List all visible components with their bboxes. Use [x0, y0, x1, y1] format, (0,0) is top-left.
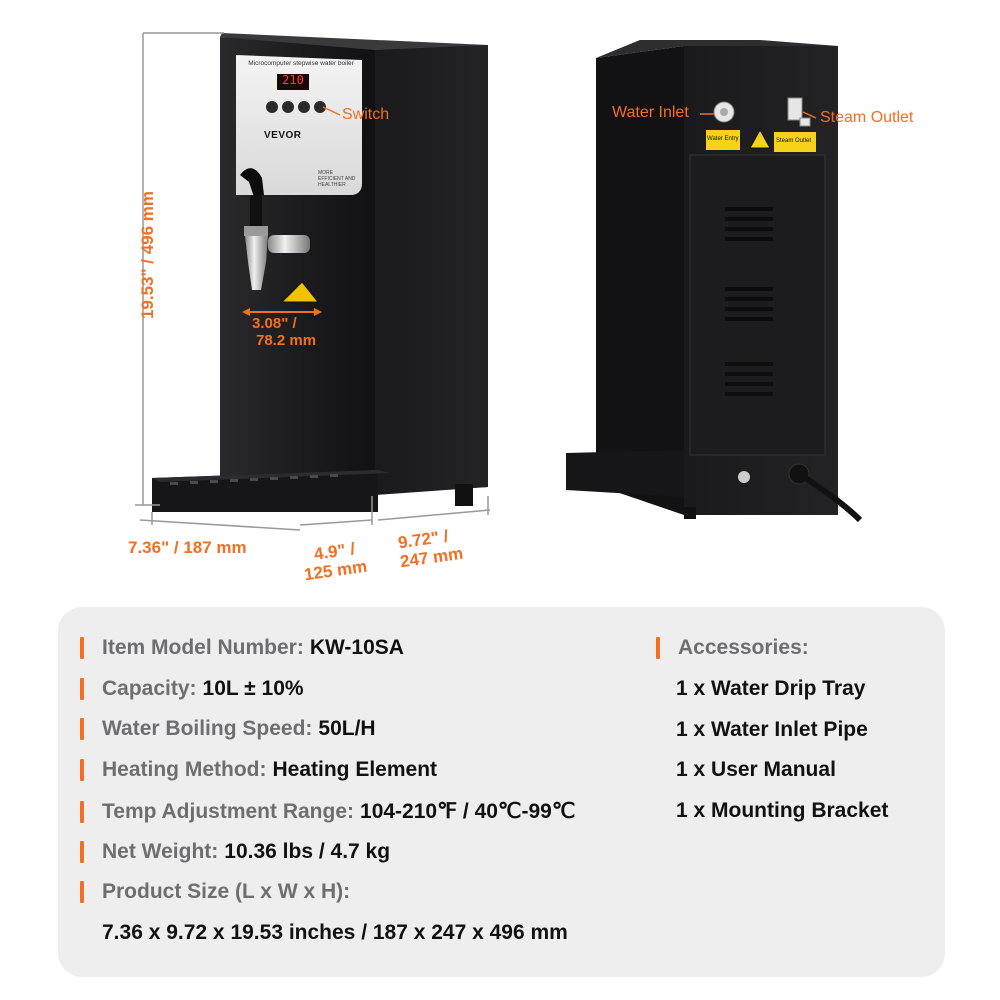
spec-label: Temp Adjustment Range:	[102, 799, 355, 823]
specifications-panel	[58, 607, 945, 977]
width-label: 7.36" / 187 mm	[128, 538, 247, 557]
height-label: 19.53" / 496 mm	[138, 190, 157, 320]
panel-header: Microcomputer stepwise water boiler	[248, 60, 354, 67]
bullet-bar	[656, 637, 660, 659]
spec-value: 10L ± 10%	[202, 677, 304, 700]
size-value: 7.36 x 9.72 x 19.53 inches / 187 x 247 x…	[102, 921, 568, 944]
product-illustration	[135, 32, 863, 531]
bullet-bar	[80, 841, 84, 863]
back-unit	[566, 40, 863, 523]
bullet-bar	[80, 881, 84, 903]
accessory-label: 1 x User Manual	[676, 758, 836, 781]
steam-outlet-label: Steam Outlet	[776, 138, 812, 144]
spec-value: 50L/H	[318, 717, 376, 740]
spec-label: Capacity:	[102, 677, 197, 700]
accessory-label: 1 x Mounting Bracket	[676, 799, 889, 822]
accessories-heading: Accessories:	[656, 636, 809, 660]
tap-gap-inches: 3.08" /	[252, 315, 297, 332]
spec-capacity: Capacity: 10L ± 10%	[80, 677, 304, 701]
spec-label: Heating Method:	[102, 758, 267, 781]
accessory-label: 1 x Water Inlet Pipe	[676, 718, 868, 741]
spec-value: 104-210℉ / 40℃-99℃	[360, 800, 576, 823]
panel-display: 210	[282, 73, 304, 87]
water-tap	[240, 168, 310, 290]
bullet-bar	[80, 678, 84, 700]
spec-label: Product Size (L x W x H):	[102, 880, 351, 903]
spec-product-size: Product Size (L x W x H):	[80, 880, 350, 904]
water-entry-label: Water Entry	[707, 136, 739, 142]
brand-logo: VEVOR	[264, 130, 302, 141]
spec-label: Net Weight:	[102, 840, 219, 863]
bullet-bar	[80, 759, 84, 781]
spec-heating-method: Heating Method: Heating Element	[80, 758, 437, 782]
spec-boiling-speed: Water Boiling Speed: 50L/H	[80, 717, 376, 741]
accessory-item: 1 x Water Inlet Pipe	[676, 718, 868, 742]
steam-outlet-callout: Steam Outlet	[820, 109, 914, 126]
bullet-bar	[80, 718, 84, 740]
spec-value: 10.36 lbs / 4.7 kg	[224, 840, 391, 863]
digital-display	[277, 74, 309, 90]
bullet-bar	[80, 800, 84, 823]
front-unit	[152, 33, 488, 512]
water-inlet-callout: Water Inlet	[612, 104, 689, 121]
bullet-bar	[80, 637, 84, 659]
spec-label: Item Model Number:	[102, 636, 304, 659]
accessory-item: 1 x Mounting Bracket	[676, 799, 888, 823]
spec-label: Water Boiling Speed:	[102, 717, 313, 740]
spec-value: Heating Element	[272, 758, 438, 781]
spec-model: Item Model Number: KW-10SA	[80, 636, 404, 660]
height-dimension	[135, 32, 224, 506]
spec-net-weight: Net Weight: 10.36 lbs / 4.7 kg	[80, 840, 390, 864]
accessory-item: 1 x User Manual	[676, 758, 836, 782]
spec-temp-range: Temp Adjustment Range: 104-210℉ / 40℃-99…	[80, 799, 575, 824]
spec-value: KW-10SA	[309, 636, 404, 659]
panel-tagline: MORE EFFICIENT AND HEALTHIER	[318, 170, 356, 188]
accessory-label: 1 x Water Drip Tray	[676, 677, 866, 700]
accessories-title: Accessories:	[678, 636, 809, 659]
product-size-value: 7.36 x 9.72 x 19.53 inches / 187 x 247 x…	[102, 921, 568, 945]
accessory-item: 1 x Water Drip Tray	[676, 677, 865, 701]
control-buttons	[266, 101, 326, 113]
tap-gap-mm: 78.2 mm	[256, 332, 317, 349]
switch-callout: Switch	[342, 106, 390, 123]
